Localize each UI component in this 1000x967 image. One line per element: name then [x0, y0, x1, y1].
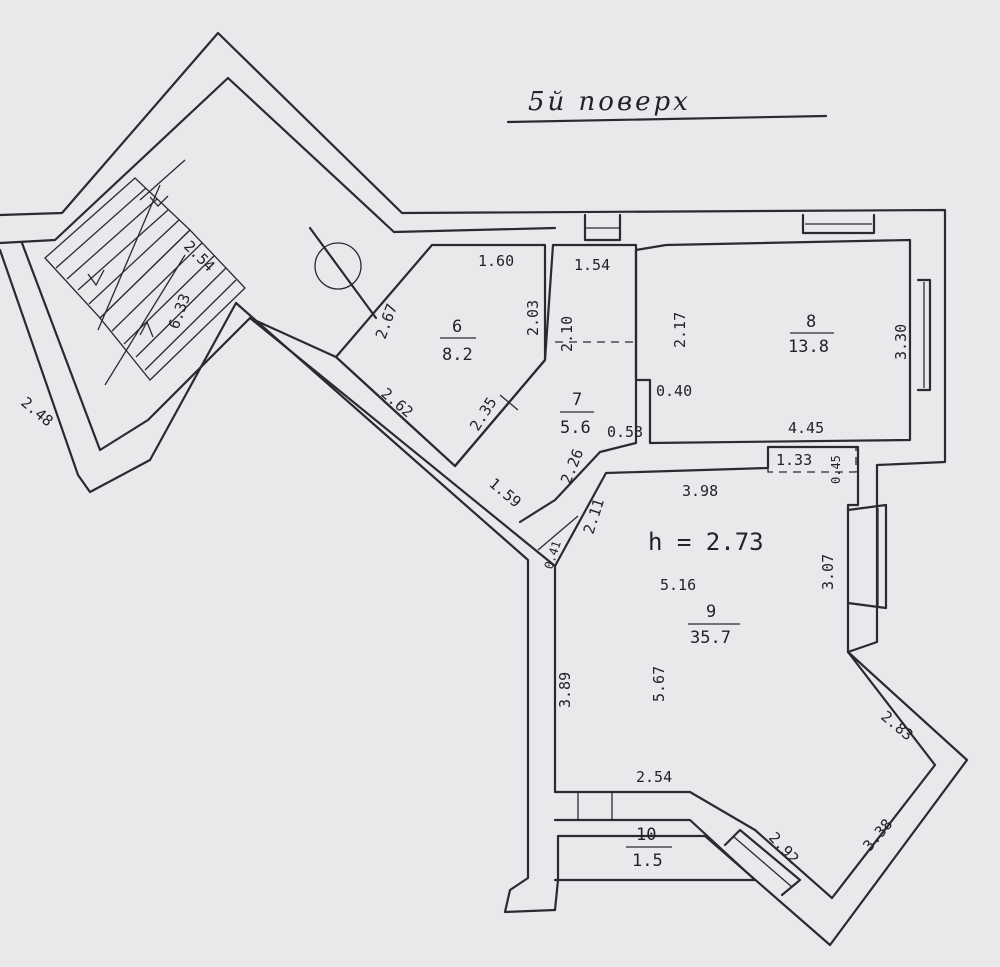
dim-r10-top: 2.54: [636, 768, 672, 786]
stair-arrow-head: [87, 269, 105, 287]
dim-r9-height: 5.67: [650, 666, 668, 702]
title-underline: [506, 114, 828, 124]
stair-arrow: [104, 254, 186, 386]
dim-r7-side: 2.11: [580, 496, 608, 536]
dim-r8-left: 2.17: [671, 312, 689, 348]
inner-wall-northwest: [0, 76, 396, 245]
room-10-walls: [553, 818, 757, 882]
stair-flight-upper: [44, 177, 191, 319]
left-wing-inner: [20, 241, 338, 452]
room-6-walls: [334, 243, 547, 468]
flue-marker: [308, 226, 378, 320]
stair-tread: [135, 267, 227, 358]
dim-r6-diag: 2.35: [466, 394, 500, 434]
room-9-area: 35.7: [690, 628, 731, 648]
inner-wall-top: [392, 226, 557, 234]
dim-niche: 1.33: [776, 451, 812, 469]
balcony-window-glass: [733, 836, 793, 888]
dim-r7-left: 2.10: [558, 316, 576, 352]
room-6-number: 6: [452, 317, 462, 337]
dim-r9-right: 3.07: [819, 554, 837, 590]
top-window: [801, 213, 876, 235]
stair-tread: [111, 242, 203, 332]
room-9-window: [846, 503, 888, 610]
room-6-area: 8.2: [442, 345, 473, 365]
room-8-area: 13.8: [788, 337, 829, 357]
room-6-7-door: [499, 394, 519, 411]
outer-wall-northwest: [0, 31, 969, 947]
stair-flight-lower: [99, 229, 246, 381]
dim-r8-right: 3.30: [892, 324, 910, 360]
niche: [767, 446, 857, 473]
plan-title: 5й поверх: [528, 87, 691, 117]
stair-tread: [77, 209, 169, 291]
room-9-walls: [553, 445, 937, 900]
dim-r7-diag: 2.26: [557, 446, 587, 486]
room-8-window: [916, 278, 932, 392]
dim-r10-diag: 2.92: [765, 829, 803, 868]
stair-tread: [144, 279, 237, 371]
corridor-lower-wall: [248, 316, 557, 568]
stair-tread: [55, 187, 147, 269]
left-wing-outer: [0, 248, 238, 494]
dimension-labels: 2.54 6.33 2.48 2.67 1.60 2.03 2.35 2.62 …: [17, 237, 916, 867]
room-10-opening: [577, 792, 613, 821]
room-8-walls: [634, 238, 912, 445]
dim-r7-small: 0.53: [607, 423, 643, 441]
room-10-area: 1.5: [632, 851, 663, 871]
flue-circle: [314, 242, 362, 290]
dim-r9-top: 3.98: [682, 482, 718, 500]
stairwell: [44, 159, 246, 386]
dim-r9-inner: 5.16: [660, 576, 696, 594]
stair-arrow: [139, 159, 186, 201]
room-9-door: [537, 515, 579, 551]
dim-hall-entry: 2.67: [372, 301, 401, 341]
building-walls: [0, 31, 969, 947]
dim-r7-bottom: 1.59: [485, 474, 524, 511]
stair-arrow: [97, 184, 161, 331]
dim-r9-diag-upper: 2.83: [877, 707, 916, 744]
stair-arrow-head: [139, 320, 154, 338]
dim-r8-gap: 0.40: [656, 382, 692, 400]
stair-arrow-head: [149, 195, 169, 207]
room-7-area: 5.6: [560, 418, 591, 438]
ceiling-height: h = 2.73: [648, 528, 764, 556]
dim-r9-left: 3.89: [556, 672, 574, 708]
stair-tread: [66, 198, 158, 280]
dim-r6-right: 2.03: [524, 300, 542, 336]
room-7-number: 7: [572, 390, 582, 410]
room-8-number: 8: [806, 312, 816, 332]
stair-tread: [88, 219, 180, 305]
room-10-number: 10: [636, 825, 656, 845]
dim-niche-depth: 0.45: [829, 455, 843, 484]
room-9-number: 9: [706, 602, 716, 622]
dim-r6-top: 1.60: [478, 252, 514, 270]
dim-r7-top: 1.54: [574, 256, 610, 274]
dim-r8-bottom: 4.45: [788, 419, 824, 437]
dim-corridor: 2.62: [377, 384, 416, 421]
balcony-window: [723, 828, 802, 897]
